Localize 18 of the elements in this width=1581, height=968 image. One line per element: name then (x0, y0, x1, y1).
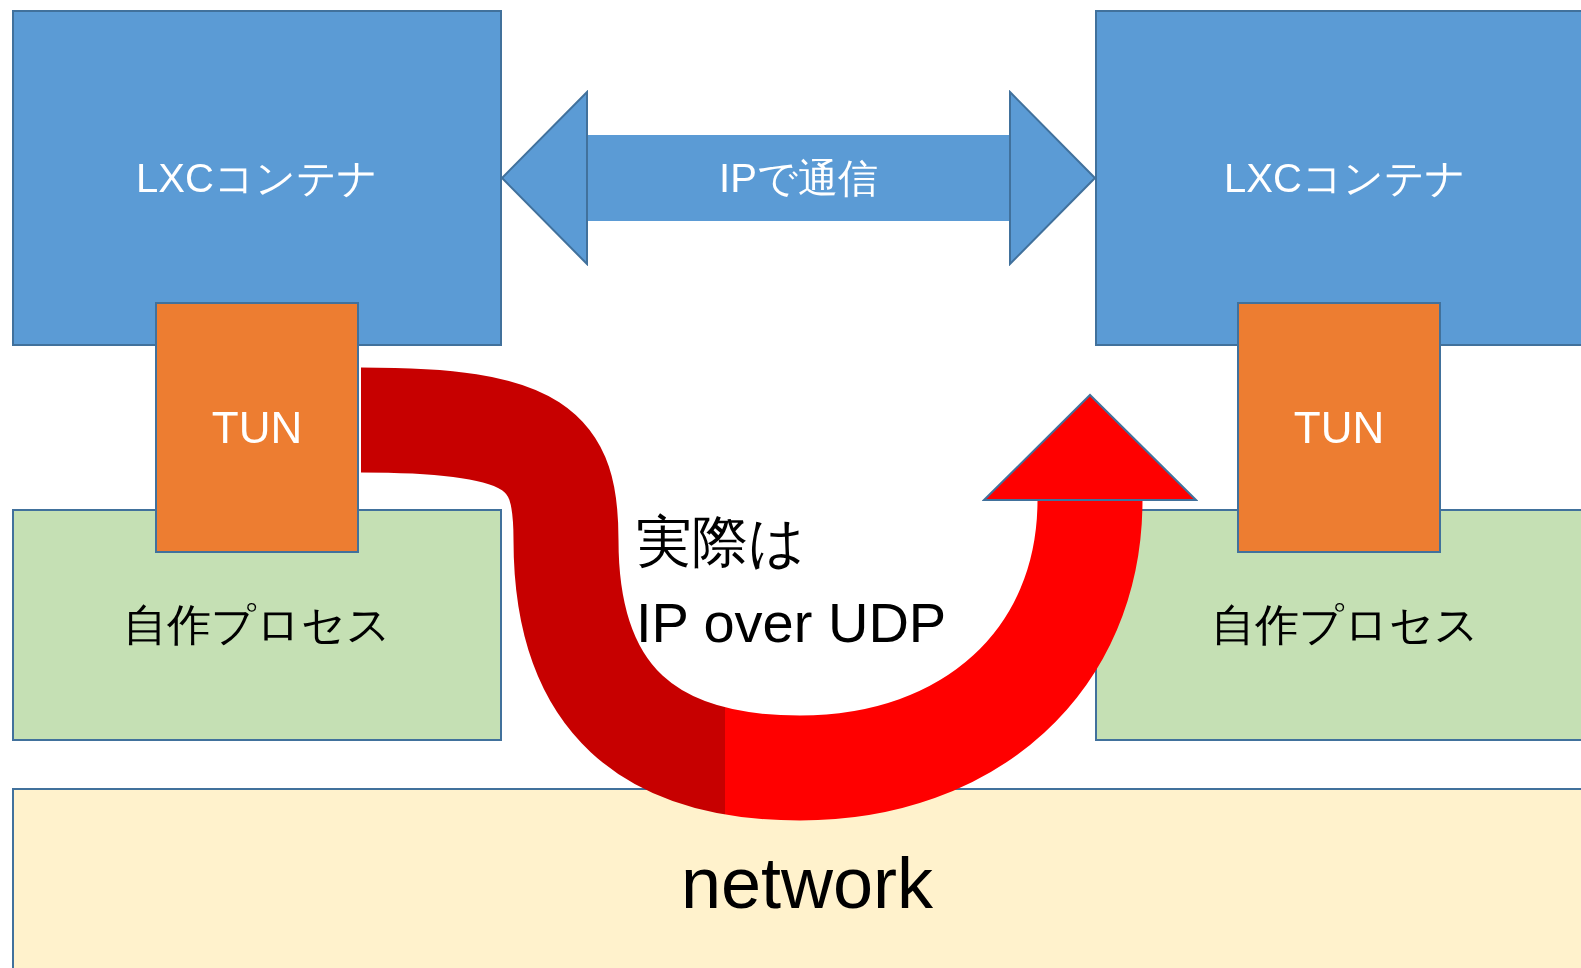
note-text: 実際は (636, 509, 805, 575)
tun-box (155, 302, 359, 553)
process-box (12, 509, 502, 741)
node-label: LXCコンテナ (136, 154, 378, 202)
node-label: network (680, 842, 934, 924)
note-text: IP over UDP (636, 590, 947, 655)
curved-arrow (360, 367, 1197, 821)
node-label: 自作プロセス (123, 598, 391, 651)
edge-label: IPで通信 (719, 154, 878, 202)
container-box (12, 10, 502, 346)
node-label: 自作プロセス (1211, 598, 1479, 651)
network-band (12, 788, 1581, 968)
node-label: LXCコンテナ (1224, 154, 1466, 202)
tun-box (1237, 302, 1441, 553)
node-label: TUN (211, 402, 303, 453)
container-box (1095, 10, 1581, 346)
node-label: TUN (1293, 402, 1385, 453)
double-arrow (501, 91, 1096, 265)
